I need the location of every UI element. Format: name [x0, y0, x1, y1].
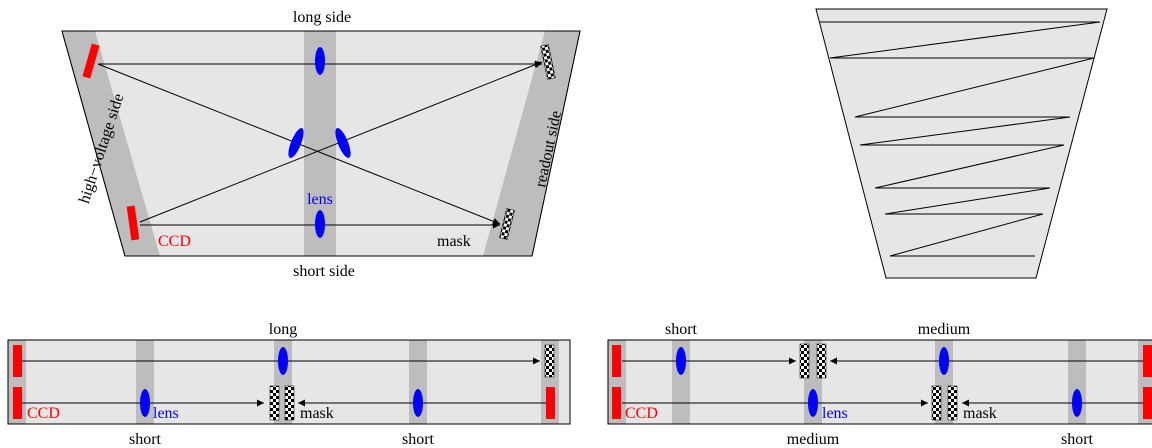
lens-icon	[315, 210, 325, 238]
mask-label: mask	[300, 405, 334, 422]
readout-band	[483, 31, 580, 256]
top-right-diagram	[815, 8, 1108, 279]
high-voltage-band	[62, 31, 160, 256]
lens-icon	[808, 389, 818, 417]
lens-icon	[676, 347, 686, 375]
ccd-sensor-icon	[82, 43, 100, 79]
lens-icon	[335, 128, 351, 158]
medium-top-label: medium	[918, 321, 971, 338]
lens-icon	[413, 389, 423, 417]
ccd-sensor-icon	[612, 345, 621, 377]
bottom-right-diagram: short medium medium short CCD lens mask	[607, 321, 1152, 448]
ccd-sensor-icon	[1143, 387, 1152, 419]
mask-icon	[284, 385, 295, 421]
long-side-label: long side	[293, 9, 351, 26]
ccd-sensor-icon	[612, 387, 621, 419]
mask-icon	[540, 44, 556, 80]
lens-label: lens	[153, 405, 179, 422]
mask-icon	[799, 343, 810, 379]
lens-icon	[1072, 389, 1082, 417]
ccd-sensor-icon	[126, 205, 140, 241]
mask-label: mask	[963, 405, 997, 422]
ccd-label: CCD	[625, 405, 658, 422]
mask-icon	[269, 385, 280, 421]
short-top-label: short	[665, 321, 698, 338]
mask-icon	[816, 343, 827, 379]
mask-icon	[544, 344, 555, 378]
lens-icon	[939, 347, 949, 375]
lens-icon	[288, 128, 304, 158]
zigzag-ray-path	[820, 21, 1101, 257]
lens-label: lens	[307, 191, 333, 208]
ccd-label: CCD	[158, 233, 191, 250]
ccd-sensor-icon	[13, 387, 22, 419]
lens-icon	[140, 389, 150, 417]
ccd-sensor-icon	[546, 387, 555, 419]
lens-label: lens	[822, 405, 848, 422]
mask-icon	[499, 208, 515, 240]
short-bottom-label: short	[1061, 431, 1094, 448]
top-right-panel	[815, 8, 1108, 279]
bottom-right-panel	[607, 339, 1152, 425]
mask-icon	[931, 385, 942, 421]
ccd-label: CCD	[27, 405, 60, 422]
short-right-label: short	[402, 431, 435, 448]
long-label: long	[269, 321, 297, 338]
medium-bottom-label: medium	[787, 431, 840, 448]
ccd-sensor-icon	[1143, 345, 1152, 377]
lens-icon	[315, 47, 325, 75]
mask-label: mask	[437, 233, 471, 250]
short-left-label: short	[129, 431, 162, 448]
top-left-diagram: long side short side high−voltage side r…	[61, 9, 581, 280]
short-side-label: short side	[293, 263, 355, 280]
bottom-left-diagram: long short short CCD lens mask	[7, 321, 571, 448]
ccd-sensor-icon	[13, 345, 22, 377]
mask-icon	[947, 385, 958, 421]
lens-icon	[278, 347, 288, 375]
